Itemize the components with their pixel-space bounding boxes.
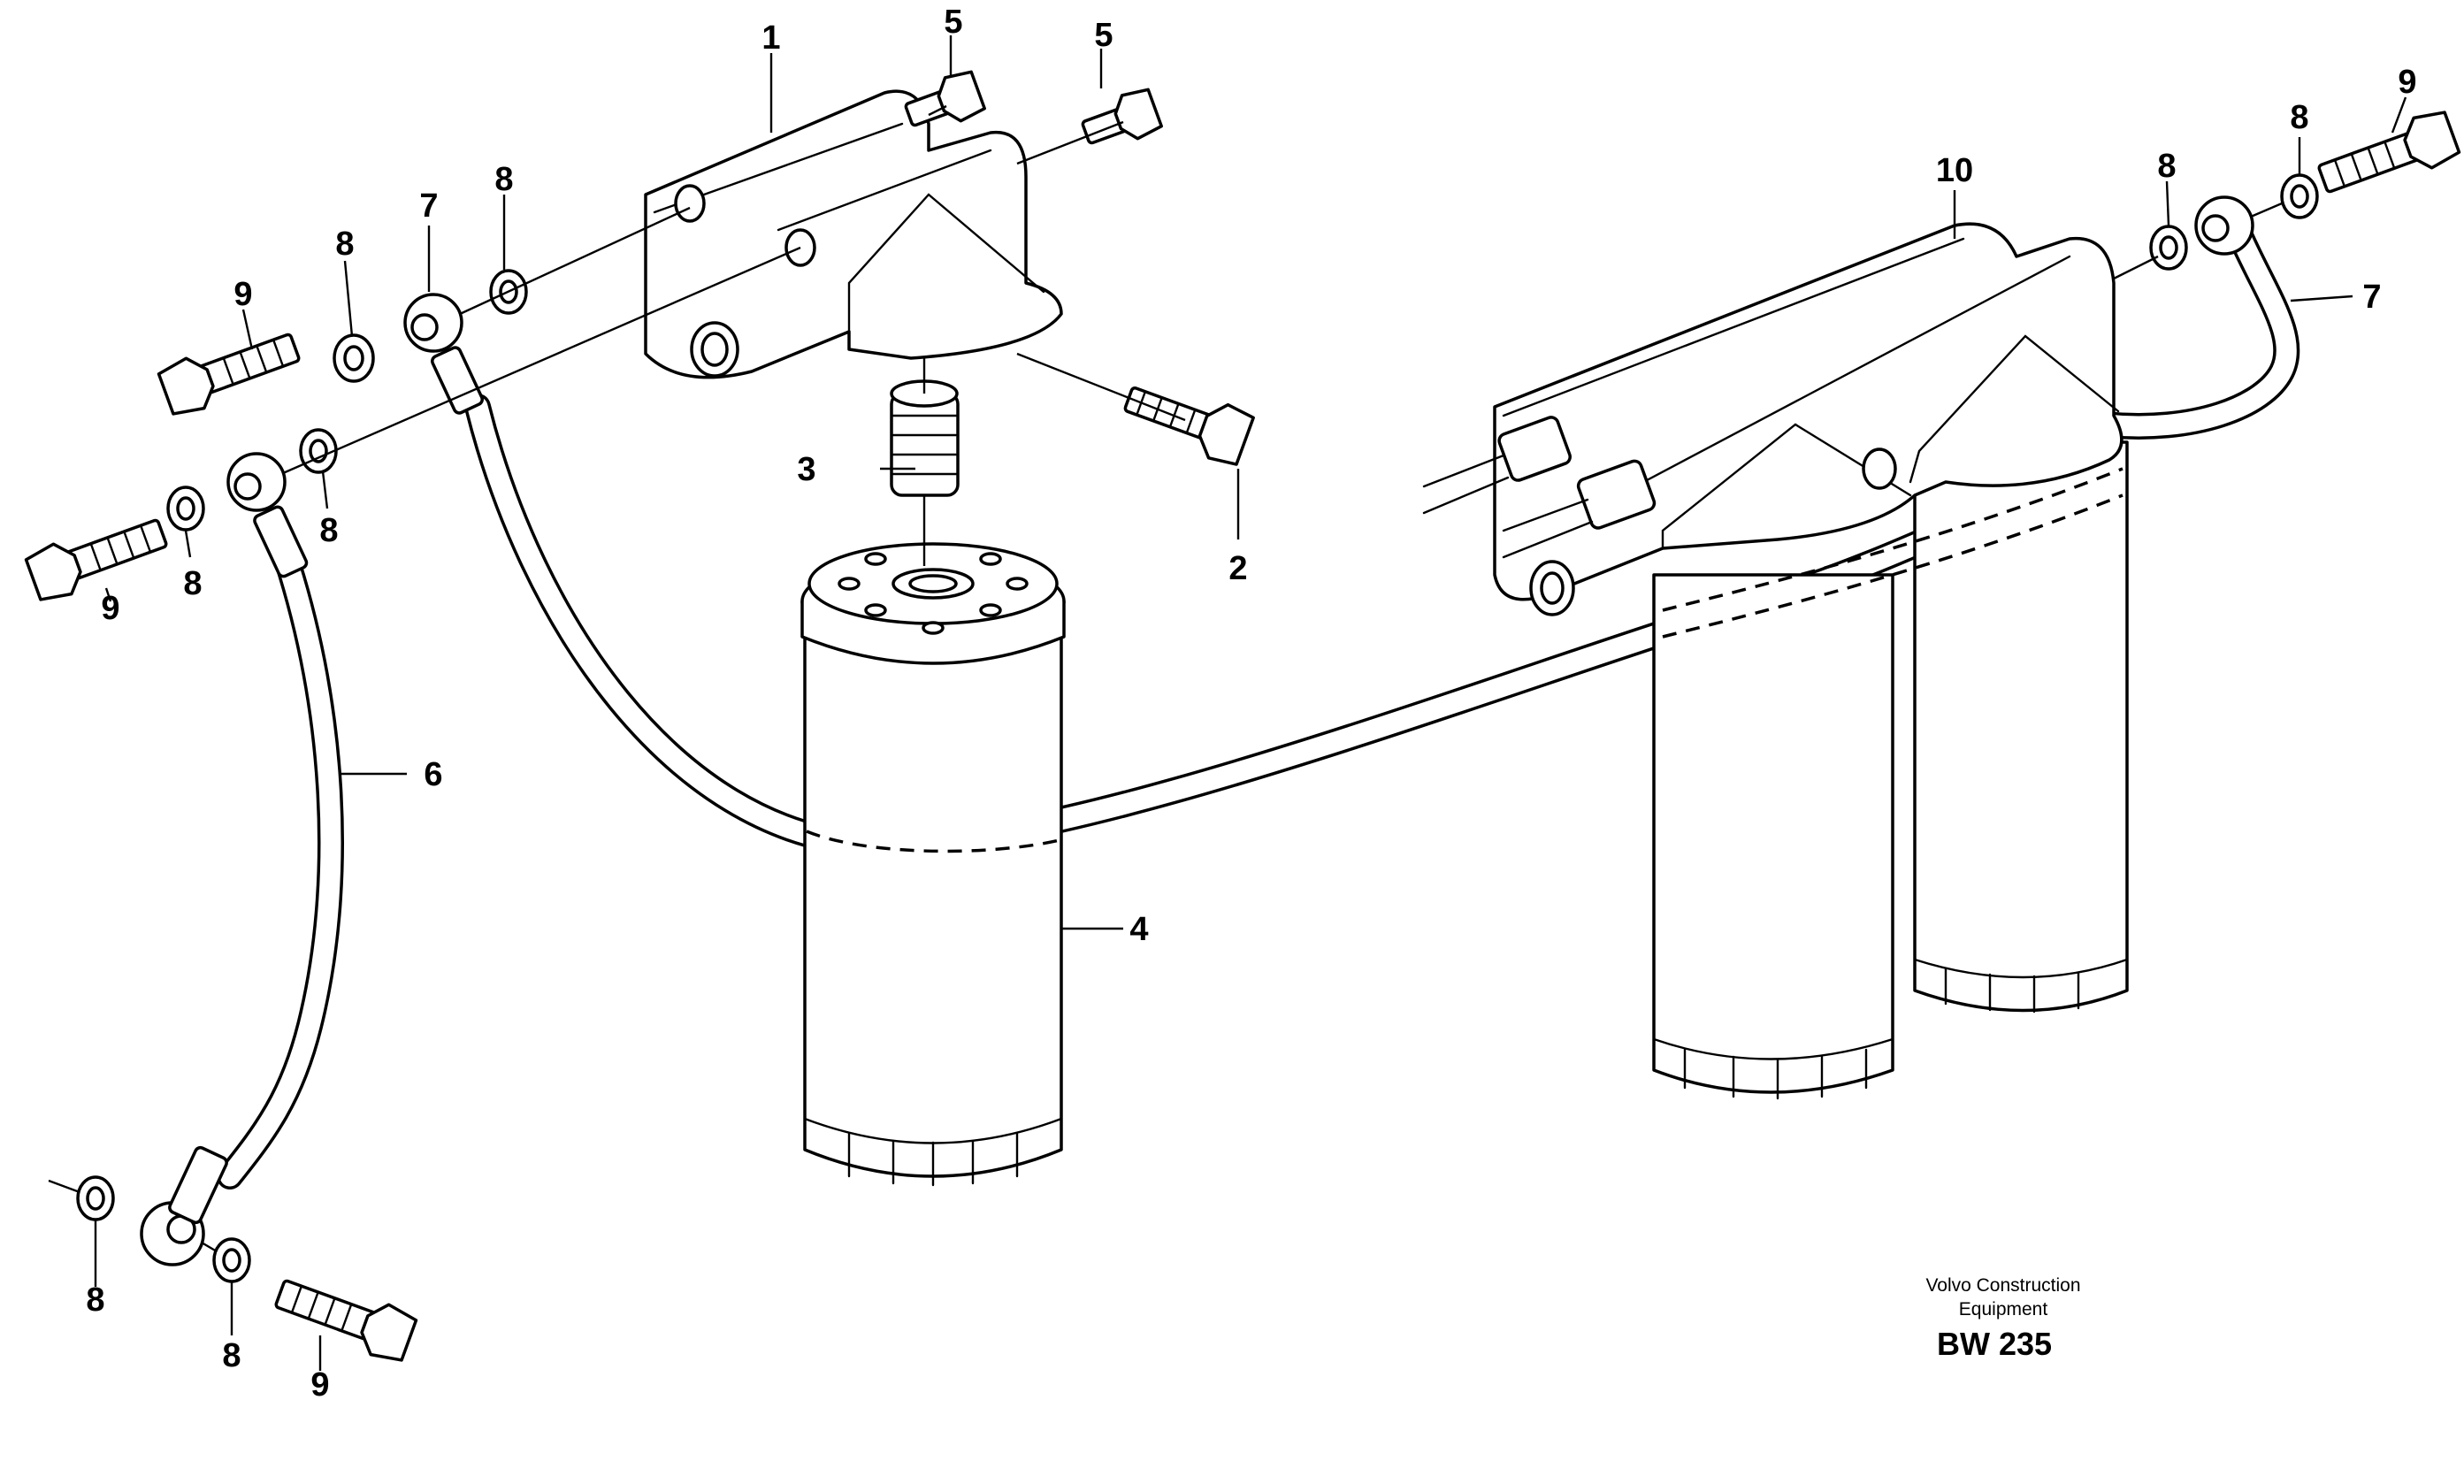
bolt-2 — [1123, 386, 1255, 466]
callout-7b: 7 — [2362, 279, 2381, 316]
callout-10: 10 — [1936, 152, 1973, 189]
callout-9d: 9 — [2398, 64, 2416, 101]
bolt-5-a — [904, 70, 986, 127]
callout-8e: 8 — [86, 1281, 104, 1319]
callout-3: 3 — [797, 451, 815, 488]
hose-7-hidden-behind-filter-4 — [806, 830, 1060, 853]
callout-8g: 8 — [2157, 148, 2176, 185]
bolt-9-d — [2317, 111, 2461, 194]
axis-lines — [48, 104, 2283, 1253]
callout-8a: 8 — [494, 161, 513, 198]
callout-leaders — [94, 35, 2407, 1371]
filter-head-1 — [644, 89, 1063, 379]
bolt-5-b — [1081, 88, 1163, 145]
filter-cartridge-4 — [800, 542, 1066, 1187]
banjo-fitting-6-top — [226, 452, 309, 578]
callout-9b: 9 — [101, 590, 119, 627]
callout-7a: 7 — [419, 187, 438, 225]
hose-7-hidden-behind-filters-10b — [1662, 467, 2123, 612]
callout-8d: 8 — [183, 565, 202, 602]
callout-8b: 8 — [335, 226, 354, 263]
callout-9a: 9 — [233, 276, 252, 313]
callout-5b: 5 — [1094, 17, 1113, 54]
dual-filter-cartridges — [1652, 440, 2129, 1100]
callout-6: 6 — [424, 756, 442, 793]
filter-head-10 — [1422, 222, 2123, 616]
hose-7-hidden-behind-filters-10 — [1662, 493, 2123, 639]
publisher-credit: Volvo Construction Equipment BW 235 — [1925, 1275, 2080, 1362]
callout-4: 4 — [1129, 911, 1148, 948]
drawing-code: BW 235 — [1937, 1326, 2052, 1362]
callout-8f: 8 — [222, 1337, 241, 1374]
callout-1: 1 — [761, 19, 780, 57]
bolt-9-a — [157, 333, 301, 416]
credit-line-1: Volvo Construction — [1925, 1275, 2080, 1296]
nipple-3 — [890, 379, 960, 497]
credit-line-2: Equipment — [1959, 1299, 2048, 1320]
hose-6 — [217, 535, 344, 1189]
callout-labels: 1 5 5 2 3 4 6 7 8 8 9 8 8 9 8 8 9 10 8 8… — [86, 4, 2416, 1404]
banjo-fitting-7-right — [2194, 195, 2254, 256]
callout-8c: 8 — [319, 512, 338, 549]
bolt-9-c — [274, 1279, 418, 1362]
callout-9c: 9 — [310, 1366, 329, 1404]
callout-5a: 5 — [944, 4, 962, 41]
callout-8h: 8 — [2290, 99, 2308, 136]
callout-2: 2 — [1228, 550, 1247, 587]
banjo-fitting-7-left — [403, 293, 484, 415]
bolt-9-b — [24, 518, 168, 601]
banjo-fitting-6-bottom — [140, 1145, 228, 1266]
